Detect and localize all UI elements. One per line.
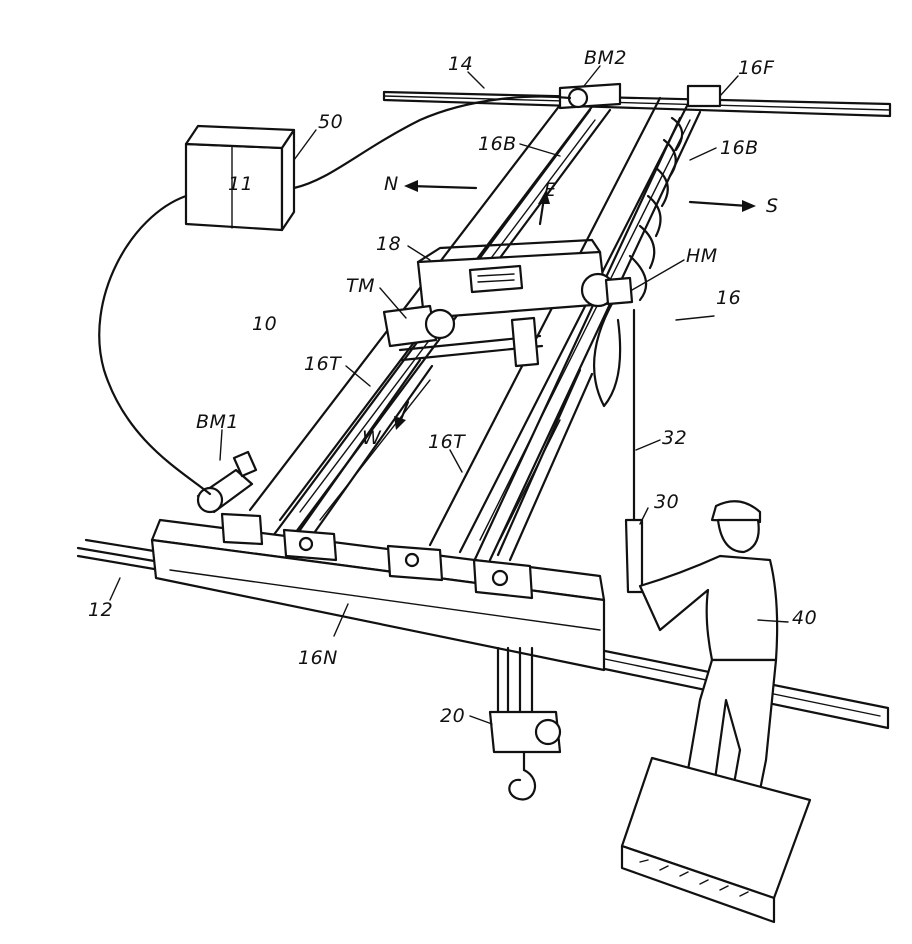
label-14: 14 (448, 53, 473, 75)
bridge-motor-bm1 (198, 452, 256, 512)
label-16t-right: 16T (428, 431, 466, 453)
label-16n: 16N (298, 647, 338, 669)
label-10: 10 (252, 313, 277, 335)
label-30: 30 (654, 491, 679, 513)
label-16t-left: 16T (304, 353, 342, 375)
label-tm: TM (346, 275, 375, 297)
label-bm2: BM2 (584, 47, 627, 69)
label-40: 40 (792, 607, 817, 629)
label-w: W (362, 427, 382, 449)
label-bm1: BM1 (196, 411, 239, 433)
label-16: 16 (716, 287, 741, 309)
label-32: 32 (662, 427, 687, 449)
label-12: 12 (88, 599, 113, 621)
operator-platform (622, 758, 810, 922)
trolley-rails (300, 360, 592, 560)
label-16b-right: 16B (720, 137, 759, 159)
label-s: S (766, 195, 779, 217)
pendant-control (626, 310, 642, 592)
control-box: 11 (186, 126, 294, 230)
far-runway-rail (384, 92, 890, 116)
label-n: N (384, 173, 399, 195)
label-16f: 16F (738, 57, 775, 79)
near-end-truck (152, 514, 604, 670)
hoist-block (490, 648, 560, 800)
far-end-truck (560, 84, 720, 108)
label-e: E (544, 179, 557, 201)
label-50: 50 (318, 111, 343, 133)
control-box-mark: 11 (228, 173, 253, 195)
label-hm: HM (686, 245, 718, 267)
label-16b-left: 16B (478, 133, 517, 155)
bridge-girders (250, 92, 700, 570)
label-20: 20 (440, 705, 465, 727)
label-18: 18 (376, 233, 401, 255)
